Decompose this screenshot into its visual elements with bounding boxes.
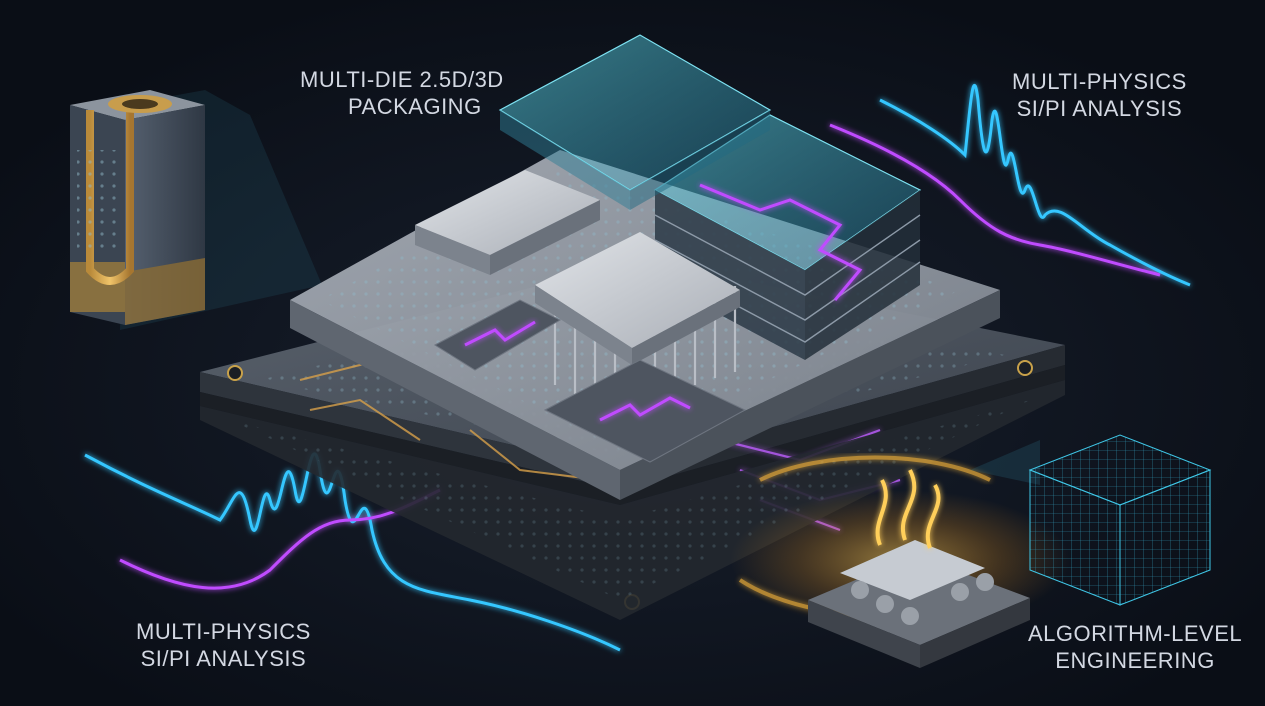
chiplet-left [433,299,562,371]
signal-waveform-top-right [829,83,1191,287]
fem-mesh-cube-icon [970,434,1212,606]
package-base-plane [200,380,1065,620]
mounting-hole [1017,360,1033,376]
heat-chip-icon [730,455,1070,668]
tsv-cross-section-icon [70,90,322,330]
label-line: ENGINEERING [1055,648,1215,673]
label-line: SI/PI ANALYSIS [140,646,307,671]
label-multi-physics-bottom-left: MULTI-PHYSICS SI/PI ANALYSIS [136,618,311,672]
label-line: MULTI-PHYSICS [1012,69,1187,94]
floating-glass-die [498,34,772,210]
label-multi-die-packaging: MULTI-DIE 2.5D/3D PACKAGING [300,66,504,120]
label-line: ALGORITHM-LEVEL [1028,621,1243,646]
chiplet-center [543,359,747,463]
label-line: PACKAGING [348,94,482,119]
mounting-hole [227,365,243,381]
logic-die-left [415,170,600,275]
center-die-with-pillars [535,232,740,420]
label-line: MULTI-DIE 2.5D/3D [300,67,504,92]
label-line: SI/PI ANALYSIS [1016,96,1183,121]
label-multi-physics-top-right: MULTI-PHYSICS SI/PI ANALYSIS [1012,68,1187,122]
label-algorithm-level-engineering: ALGORITHM-LEVEL ENGINEERING [1028,620,1242,674]
label-line: MULTI-PHYSICS [136,619,311,644]
